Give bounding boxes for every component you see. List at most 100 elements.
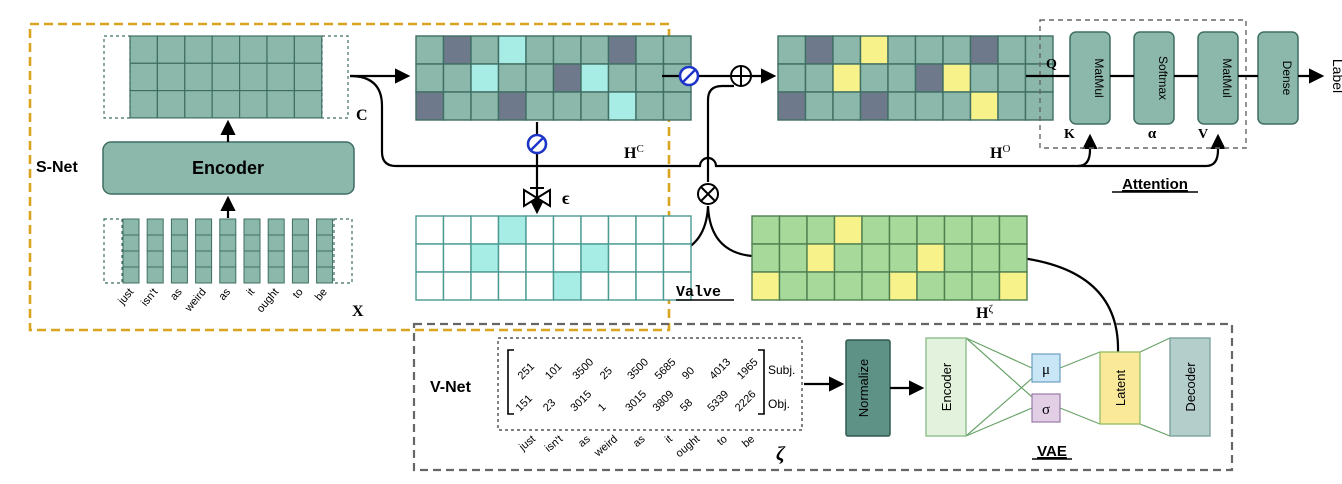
valve-cell [580, 215, 610, 245]
hzeta-to-product-wire [706, 205, 753, 258]
snet-word: ought [255, 286, 282, 315]
snet-word: to [291, 286, 306, 301]
valve-cell [415, 243, 445, 273]
hzeta-cell [806, 215, 836, 245]
valve-cell [442, 271, 472, 301]
hc-cell [470, 63, 500, 93]
snet-input-cell [170, 250, 188, 268]
hc-cell [470, 91, 500, 121]
snet-label: S-Net [36, 159, 78, 176]
hzeta-label-sup: ζ [988, 303, 993, 315]
obj-value: 23 [541, 397, 558, 414]
ho-cell [859, 91, 889, 121]
snet-output-cell [156, 89, 186, 119]
hzeta-cell [833, 243, 863, 273]
snet-output-cell [293, 89, 323, 119]
hc-label: HC [624, 143, 644, 162]
snet-word: as [216, 286, 233, 303]
hzeta-cell [916, 271, 946, 301]
dense-block [1257, 31, 1299, 125]
snet-output-cell [129, 62, 158, 92]
snet-input-cell [195, 218, 213, 236]
snet-output-cell [239, 89, 268, 119]
snet-input-cell [219, 218, 237, 236]
vae-mu-label: μ [1042, 362, 1050, 378]
snet-word: isn't [139, 286, 161, 308]
snet-output-pad-right [321, 35, 349, 119]
snet-input-cell [267, 234, 285, 252]
hzeta-cell [943, 243, 973, 273]
ho-cell [777, 63, 807, 93]
vnet-word: as [576, 433, 593, 450]
ho-cell [887, 63, 917, 93]
valve-cell [525, 243, 555, 273]
ho-cell [997, 91, 1027, 121]
valve-cell [607, 215, 637, 245]
snet-input-cell [195, 234, 213, 252]
valve-cell [470, 243, 500, 273]
valve-cell [580, 271, 610, 301]
ho-label: HO [990, 143, 1010, 162]
hc-cell [607, 63, 637, 93]
alpha-label: α [1148, 126, 1157, 142]
vae-sigma [1031, 393, 1061, 423]
vnet-word: ought [674, 433, 703, 460]
ho-cell [942, 35, 972, 65]
c-bypass-wire [349, 74, 1226, 168]
hzeta-cell [833, 271, 863, 301]
hc-cell [635, 35, 665, 65]
ho-cell [777, 35, 807, 65]
snet-input-cell [146, 218, 164, 236]
vnet-word: as [631, 433, 648, 450]
snet-input-cell [243, 250, 261, 268]
snet-input-cell [316, 250, 334, 268]
ho-cell [832, 91, 862, 121]
subj-value: 3500 [625, 356, 651, 382]
hc-cell [497, 35, 527, 65]
snet-output-cell [184, 35, 213, 64]
snet-input-embeddings [103, 218, 353, 284]
valve-cell [442, 215, 472, 245]
valve-cell [607, 271, 637, 301]
snet-output-cell [266, 35, 295, 64]
hc-cell [580, 63, 610, 93]
vae-block: Encoder μ σ Latent Decoder [925, 337, 1211, 437]
hc-label-sup: C [636, 143, 643, 155]
ho-cell [969, 91, 999, 121]
valve-cell [635, 271, 665, 301]
k-label: K [1064, 127, 1075, 142]
hzeta-cell [833, 215, 863, 245]
matmul-qk-label: MatMul [1092, 58, 1106, 97]
hc-cell [635, 63, 665, 93]
valve-cell [552, 215, 582, 245]
subj-label: Subj. [768, 363, 795, 377]
hc-cell [470, 35, 500, 65]
hzeta-label: Hζ [976, 303, 993, 322]
vnet-label: V-Net [430, 379, 472, 396]
subj-value: 25 [598, 365, 615, 382]
ho-cell [777, 91, 807, 121]
hc-cell [525, 35, 555, 65]
snet-input-cell [316, 234, 334, 252]
hc-cell [415, 35, 445, 65]
hc-cell [415, 63, 445, 93]
hc-cell [580, 35, 610, 65]
snet-input-cell [291, 266, 309, 284]
snet-input-cell [195, 266, 213, 284]
matmul-av-label: MatMul [1220, 58, 1234, 97]
subj-value: 251 [516, 361, 537, 382]
snet-output-cell [239, 62, 268, 92]
ho-cell [1024, 91, 1054, 121]
snet-input-cell [291, 218, 309, 236]
snet-word: as [168, 286, 185, 303]
valve-label: Valve [676, 284, 721, 301]
obj-value: 2226 [733, 388, 759, 414]
hzeta-cell [861, 243, 891, 273]
hzeta-cell [971, 215, 1001, 245]
valve-cell [662, 271, 692, 301]
hc-cell [525, 91, 555, 121]
hc-cell [607, 35, 637, 65]
subj-value: 1965 [735, 356, 761, 382]
hzeta-cell [751, 271, 781, 301]
snet-input-cell [195, 250, 213, 268]
